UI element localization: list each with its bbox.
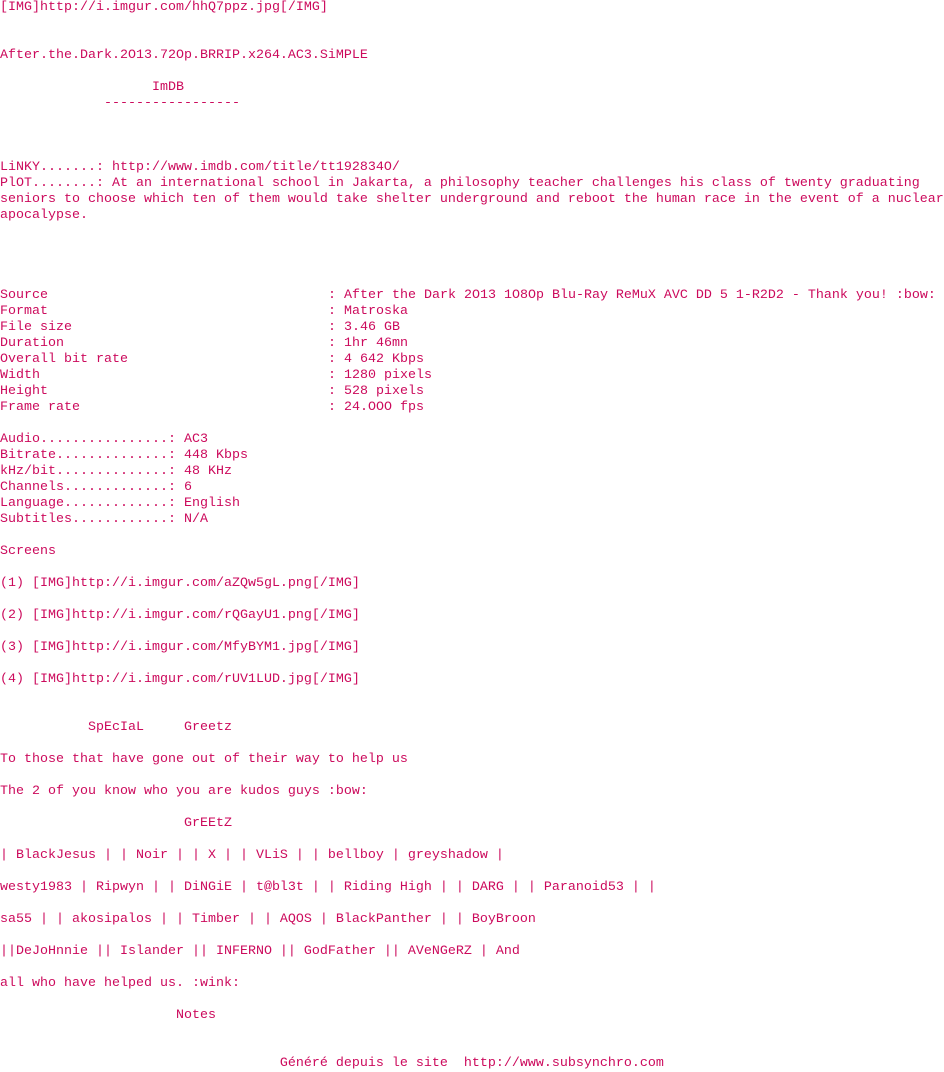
media-label: Duration bbox=[0, 336, 64, 351]
header-image-tag: [IMG]http://i.imgur.com/hhQ7ppz.jpg[/IMG… bbox=[0, 0, 328, 15]
audio-line: Language.............: English bbox=[0, 496, 240, 511]
audio-line: kHz/bit..............: 48 KHz bbox=[0, 464, 232, 479]
media-label: Format bbox=[0, 304, 48, 319]
media-value: : 4 642 Kbps bbox=[328, 352, 424, 367]
media-value: : 528 pixels bbox=[328, 384, 424, 399]
imdb-link: LiNKY.......: http://www.imdb.com/title/… bbox=[0, 160, 400, 175]
screen-link: (1) [IMG]http://i.imgur.com/aZQw5gL.png[… bbox=[0, 576, 360, 591]
media-label: Height bbox=[0, 384, 48, 399]
screen-link: (2) [IMG]http://i.imgur.com/rQGayU1.png[… bbox=[0, 608, 360, 623]
greetz-line: ||DeJoHnnie || Islander || INFERNO || Go… bbox=[0, 944, 520, 959]
audio-line: Channels.............: 6 bbox=[0, 480, 192, 495]
media-label: Frame rate bbox=[0, 400, 80, 415]
audio-line: Bitrate..............: 448 Kbps bbox=[0, 448, 248, 463]
thanks-line: To those that have gone out of their way… bbox=[0, 752, 408, 767]
screens-heading: Screens bbox=[0, 544, 56, 559]
greetz-line: all who have helped us. :wink: bbox=[0, 976, 240, 991]
media-value: : Matroska bbox=[328, 304, 408, 319]
footer-generated-by: Généré depuis le site http://www.subsync… bbox=[0, 1056, 664, 1071]
screen-link: (3) [IMG]http://i.imgur.com/MfyBYM1.jpg[… bbox=[0, 640, 360, 655]
notes-heading: Notes bbox=[0, 1008, 216, 1023]
greetz-line: sa55 | | akosipalos | | Timber | | AQOS … bbox=[0, 912, 536, 927]
greetz-heading: GrEEtZ bbox=[0, 816, 232, 831]
plot-line: apocalypse. bbox=[0, 208, 88, 223]
greetz-line: | BlackJesus | | Noir | | X | | VLiS | |… bbox=[0, 848, 504, 863]
media-value: : 3.46 GB bbox=[328, 320, 400, 335]
media-label: Source bbox=[0, 288, 48, 303]
media-value: : After the Dark 2O13 1O8Op Blu-Ray ReMu… bbox=[328, 288, 936, 303]
media-value: : 1280 pixels bbox=[328, 368, 432, 383]
media-label: Overall bit rate bbox=[0, 352, 128, 367]
audio-line: Audio................: AC3 bbox=[0, 432, 208, 447]
media-value: : 24.OOO fps bbox=[328, 400, 424, 415]
imdb-rule: ----------------- bbox=[0, 96, 240, 111]
audio-line: Subtitles............: N/A bbox=[0, 512, 208, 527]
media-label: File size bbox=[0, 320, 72, 335]
greetz-line: westy1983 | Ripwyn | | DiNGiE | t@bl3t |… bbox=[0, 880, 656, 895]
media-label: Width bbox=[0, 368, 40, 383]
plot-line: PlOT........: At an international school… bbox=[0, 176, 920, 191]
imdb-heading: ImDB bbox=[0, 80, 184, 95]
screen-link: (4) [IMG]http://i.imgur.com/rUV1LUD.jpg[… bbox=[0, 672, 360, 687]
release-title: After.the.Dark.2O13.72Op.BRRIP.x264.AC3.… bbox=[0, 48, 368, 63]
media-value: : 1hr 46mn bbox=[328, 336, 408, 351]
thanks-line: The 2 of you know who you are kudos guys… bbox=[0, 784, 368, 799]
plot-line: seniors to choose which ten of them woul… bbox=[0, 192, 944, 207]
special-greetz-heading: SpEcIaL Greetz bbox=[0, 720, 232, 735]
